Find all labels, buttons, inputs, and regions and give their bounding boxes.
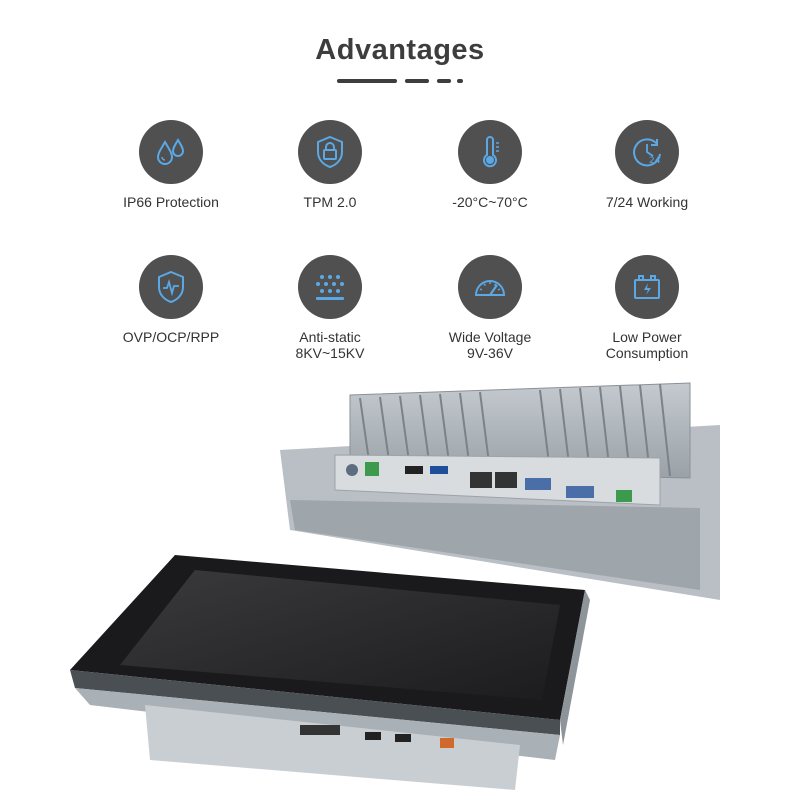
feature-label: OVP/OCP/RPP <box>122 329 220 345</box>
feature-label: Wide Voltage 9V-36V <box>448 329 532 361</box>
shield-wave-icon <box>139 255 203 319</box>
feature-wide-voltage: Wide Voltage 9V-36V <box>405 255 575 361</box>
feature-label: IP66 Protection <box>123 194 219 210</box>
feature-tpm: TPM 2.0 <box>245 120 415 210</box>
title-underline <box>337 79 467 83</box>
water-drops-icon <box>139 120 203 184</box>
feature-label: 7/24 Working <box>605 194 689 210</box>
svg-text:24: 24 <box>649 156 661 166</box>
shield-lock-icon <box>298 120 362 184</box>
battery-icon <box>615 255 679 319</box>
feature-label: Low Power Consumption <box>605 329 689 361</box>
front-panel <box>70 555 590 790</box>
io-panel <box>334 454 661 506</box>
feature-anti-static: Anti-static 8KV~15KV <box>245 255 415 361</box>
gauge-icon <box>458 255 522 319</box>
page-title: Advantages <box>315 34 485 66</box>
static-dots-icon <box>298 255 362 319</box>
clock-24-icon: 24 <box>615 120 679 184</box>
feature-label: TPM 2.0 <box>303 194 357 210</box>
feature-24-7: 24 7/24 Working <box>562 120 732 210</box>
feature-label: Anti-static 8KV~15KV <box>295 329 365 361</box>
feature-protection: OVP/OCP/RPP <box>86 255 256 345</box>
thermometer-icon <box>458 120 522 184</box>
product-photo <box>70 382 720 790</box>
feature-ip66: IP66 Protection <box>86 120 256 210</box>
feature-label: -20°C~70°C <box>452 194 528 210</box>
feature-low-power: Low Power Consumption <box>562 255 732 361</box>
feature-temperature: -20°C~70°C <box>405 120 575 210</box>
